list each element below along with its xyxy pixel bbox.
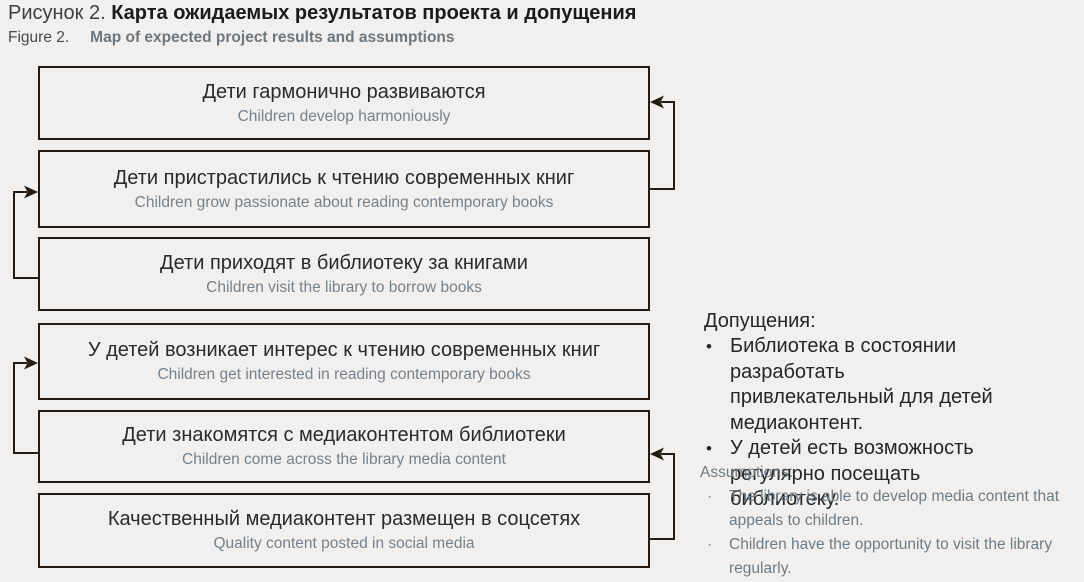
flow-box-result-3: Дети приходят в библиотеку за книгами Ch… (38, 237, 650, 311)
connector-box6-to-box5 (650, 453, 675, 540)
flow-box-text-ru: Дети приходят в библиотеку за книгами (160, 251, 528, 274)
connector-box5-to-box4 (13, 362, 38, 454)
assumptions-heading-en: Assumptions: (700, 464, 794, 481)
assumption-item: · The library is able to develop media c… (700, 485, 1084, 532)
flow-box-result-1: Дети гармонично развиваются Children dev… (38, 66, 650, 140)
assumption-text-ru: У детей есть возможность регулярно посещ… (730, 437, 974, 510)
flow-box-text-ru: У детей возникает интерес к чтению совре… (87, 339, 601, 362)
assumptions-panel-ru: Допущения: • Библиотека в состоянии разр… (700, 308, 1084, 513)
assumptions-heading-ru: Допущения: (704, 310, 816, 332)
bullet-icon: • (706, 439, 712, 458)
figure-caption-ru: Рисунок 2. Карта ожидаемых результатов п… (8, 2, 636, 25)
flow-box-result-4: У детей возникает интерес к чтению совре… (38, 323, 650, 400)
flow-box-text-ru: Дети знакомятся с медиаконтентом библиот… (122, 424, 566, 447)
flow-box-text-en: Quality content posted in social media (213, 535, 475, 553)
flow-box-text-en: Children get interested in reading conte… (157, 366, 531, 384)
assumption-text-en: The library is able to develop media con… (729, 488, 1059, 529)
figure-label-en: Figure 2. (8, 29, 70, 46)
flow-box-text-ru: Качественный медиаконтент размещен в соц… (107, 508, 581, 531)
flow-box-text-en: Children visit the library to borrow boo… (206, 278, 482, 296)
figure-title-en: Map of expected project results and assu… (90, 29, 455, 46)
bullet-icon: · (707, 488, 713, 505)
assumption-text-en: Children have the opportunity to visit t… (729, 536, 1053, 577)
figure-title-ru: Карта ожидаемых результатов проекта и до… (105, 2, 637, 24)
figure-caption-en: Figure 2. Map of expected project results… (8, 29, 636, 47)
flow-box-result-5: Дети знакомятся с медиаконтентом библиот… (38, 410, 650, 483)
flow-box-result-2: Дети пристрастились к чтению современных… (38, 150, 650, 228)
flow-box-text-en: Children come across the library media c… (182, 451, 506, 469)
arrowhead-into-box1 (650, 95, 664, 109)
flow-box-result-6: Качественный медиаконтент размещен в соц… (38, 493, 650, 568)
flow-box-text-ru: Дети гармонично развиваются (202, 80, 486, 103)
connector-box3-to-box2 (13, 191, 38, 279)
figure-header: Рисунок 2. Карта ожидаемых результатов п… (8, 2, 636, 47)
bullet-icon: · (707, 536, 713, 553)
flow-box-text-ru: Дети пристрастились к чтению современных… (113, 166, 575, 189)
assumption-text-ru: Библиотека в состоянии разработать привл… (730, 335, 993, 434)
assumption-item: · Children have the opportunity to visit… (700, 533, 1084, 580)
flow-box-text-en: Children develop harmoniously (237, 107, 451, 125)
assumption-item: • У детей есть возможность регулярно пос… (700, 436, 1084, 513)
flow-box-text-en: Children grow passionate about reading c… (134, 193, 554, 211)
bullet-icon: • (706, 337, 712, 356)
arrowhead-into-box2 (24, 185, 38, 199)
arrowhead-into-box4 (24, 356, 38, 370)
assumptions-panel-en: Assumptions: · The library is able to de… (700, 461, 1084, 580)
arrowhead-into-box5 (650, 447, 664, 461)
assumption-item: • Библиотека в состоянии разработать при… (700, 334, 1084, 436)
connector-box2-to-box1 (650, 101, 675, 190)
figure-label-ru: Рисунок 2. (8, 2, 106, 24)
